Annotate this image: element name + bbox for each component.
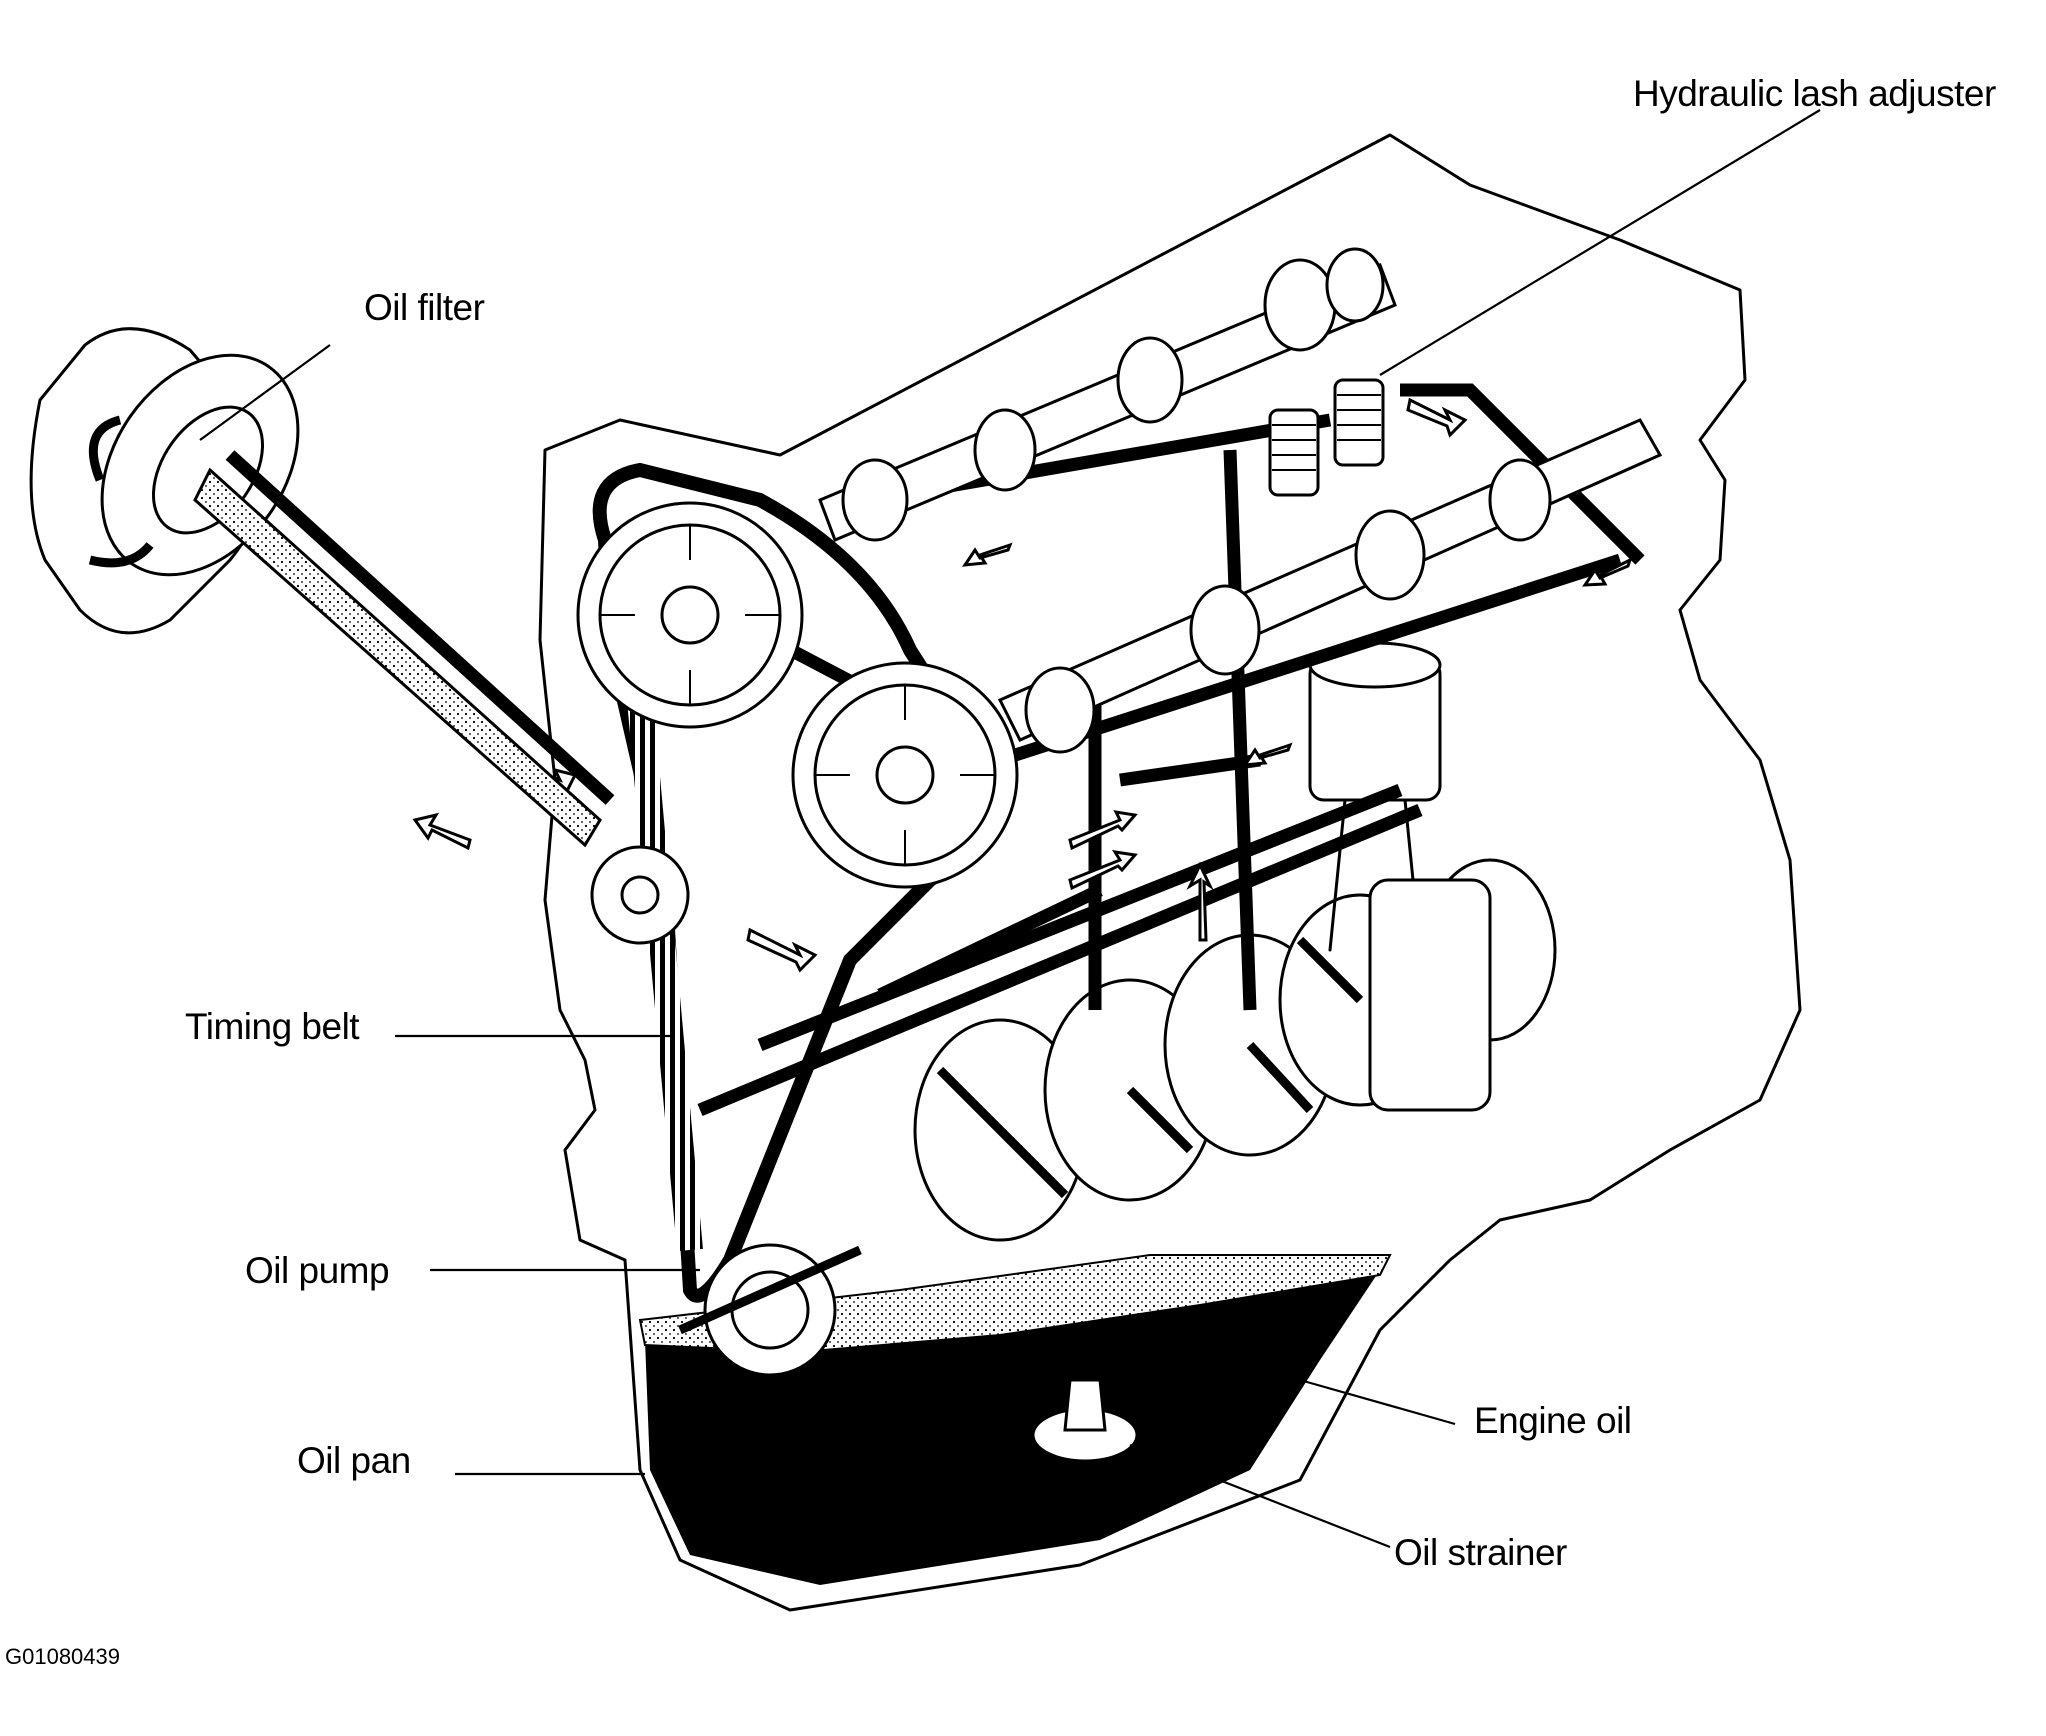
- leader-lines: [199, 109, 1821, 1549]
- leader-engine-oil: [1299, 1378, 1456, 1426]
- lash-adjusters: [1268, 378, 1385, 497]
- oil-strainer: [1031, 1378, 1139, 1463]
- cam-sprocket-intake: [576, 501, 804, 729]
- label-oil-pan: Oil pan: [297, 1440, 411, 1481]
- label-oil-strainer: Oil strainer: [1394, 1532, 1567, 1573]
- label-oil-filter: Oil filter: [364, 287, 485, 328]
- timing-belt-teeth: [627, 698, 703, 1252]
- figure-code: G01080439: [5, 1644, 120, 1669]
- leader-hydraulic-lash-adjuster: [1379, 109, 1821, 376]
- oil-feed-pipe: [193, 467, 602, 848]
- tensioner-pulley: [590, 845, 690, 945]
- oil-pump: [678, 1243, 862, 1377]
- label-timing-belt: Timing belt: [185, 1006, 360, 1047]
- leader-oil-filter: [199, 344, 331, 441]
- camshaft-exhaust: [997, 418, 1663, 754]
- camshaft-intake: [818, 247, 1397, 542]
- leader-oil-strainer: [1129, 1443, 1391, 1549]
- label-oil-pump: Oil pump: [245, 1250, 389, 1291]
- label-hydraulic-lash-adjuster: Hydraulic lash adjuster: [1633, 73, 1996, 114]
- flow-arrows: [412, 397, 1633, 973]
- engine-block-outline: [538, 133, 1802, 1612]
- label-engine-oil: Engine oil: [1474, 1400, 1632, 1441]
- oil-return-line: [225, 450, 615, 805]
- cam-sprocket-exhaust: [791, 661, 1019, 889]
